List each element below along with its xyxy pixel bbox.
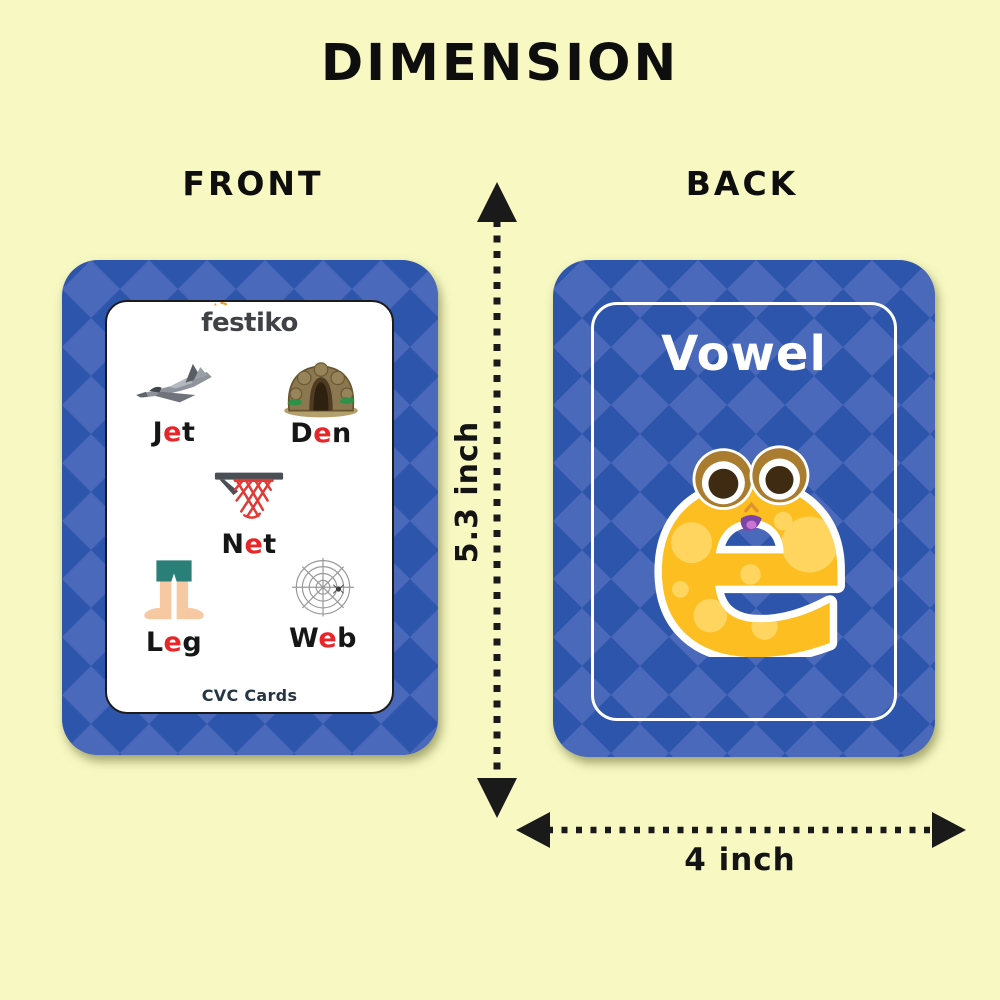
word-consonant: g <box>182 627 203 658</box>
height-arrow <box>477 182 517 818</box>
front-card-panel: festiko Jet <box>105 300 394 714</box>
back-card: Vowel e e <box>553 260 935 757</box>
front-card: festiko Jet <box>62 260 438 755</box>
item-leg: Leg <box>107 556 241 657</box>
word-consonant: L <box>145 627 164 658</box>
word-label-jet: Jet <box>152 417 196 448</box>
legs-illustration <box>144 560 204 620</box>
word-label-web: Web <box>289 623 357 654</box>
item-web: Web <box>257 554 389 653</box>
word-label-den: Den <box>290 418 352 449</box>
word-consonant: J <box>152 417 164 448</box>
item-den: Den <box>253 352 389 448</box>
den-cave-illustration <box>284 362 358 418</box>
jet-illustration <box>136 363 212 403</box>
word-consonant: n <box>332 418 352 449</box>
e-character-eyes <box>692 445 810 510</box>
logo-letters: stiko <box>229 308 298 338</box>
logo-letter: f <box>201 308 212 338</box>
e-character-face <box>740 501 762 531</box>
word-vowel: e <box>163 417 182 448</box>
word-consonant: t <box>263 529 277 560</box>
page-title: DIMENSION <box>320 34 680 93</box>
cvc-cards-label: CVC Cards <box>201 686 298 705</box>
word-label-net: Net <box>221 529 277 560</box>
width-dimension-label: 4 inch <box>684 842 796 878</box>
word-vowel: e <box>318 623 338 654</box>
basketball-net-illustration <box>214 472 284 519</box>
vowel-title: Vowel <box>661 326 827 382</box>
word-vowel: e <box>163 627 183 658</box>
back-label: BACK <box>685 164 799 203</box>
word-consonant: b <box>337 623 357 654</box>
e-letter-spots <box>671 511 838 640</box>
spider-web-illustration <box>292 558 354 617</box>
front-label: FRONT <box>182 164 324 203</box>
item-jet: Jet <box>103 354 245 447</box>
down-arrowhead-icon <box>477 778 517 818</box>
left-arrowhead-icon <box>516 812 550 848</box>
width-arrow <box>516 812 966 848</box>
festiko-logo: festiko <box>107 302 392 338</box>
word-label-leg: Leg <box>145 627 203 658</box>
word-consonant: N <box>221 529 245 560</box>
item-net: Net <box>175 468 323 559</box>
back-card-background <box>553 260 935 757</box>
letter-e-character: e e <box>643 432 858 657</box>
word-vowel: e <box>313 418 332 449</box>
height-dimension-label: 5.3 inch <box>449 420 485 564</box>
right-arrowhead-icon <box>932 812 966 848</box>
word-consonant: D <box>290 418 314 449</box>
word-consonant: t <box>181 417 196 448</box>
back-card-border <box>591 302 897 721</box>
up-arrowhead-icon <box>477 182 517 222</box>
word-consonant: W <box>289 623 319 654</box>
word-vowel: e <box>244 529 264 560</box>
logo-accented-e: e <box>211 302 231 338</box>
